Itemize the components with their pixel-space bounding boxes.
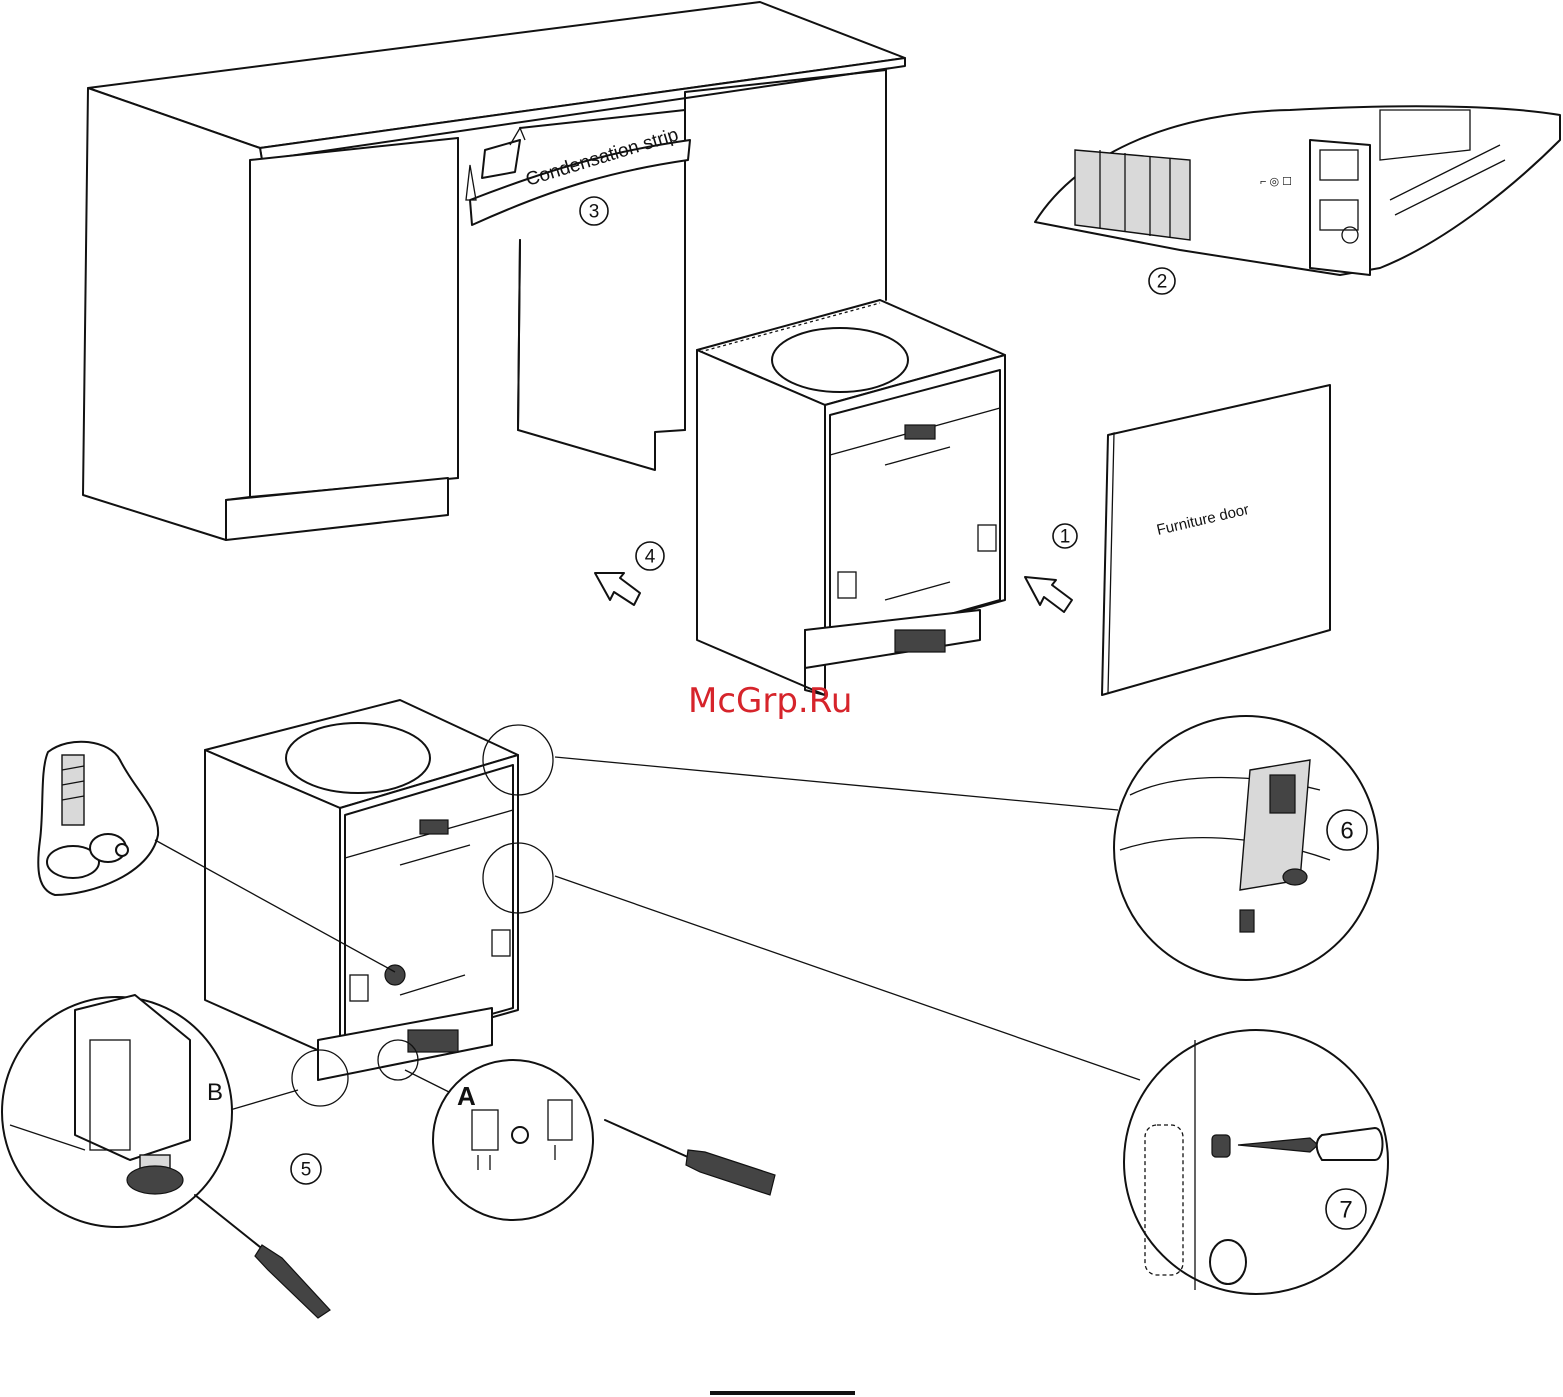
- svg-text:4: 4: [645, 547, 656, 568]
- svg-text:1: 1: [1060, 527, 1071, 548]
- bottom-rule: [710, 1391, 855, 1395]
- dishwasher-lower: [204, 699, 519, 1081]
- furniture-door: [1101, 384, 1331, 696]
- screwdriver-icon: [604, 1119, 776, 1196]
- svg-text:⌐ ◎ ☐: ⌐ ◎ ☐: [1260, 176, 1292, 188]
- step-4-badge: 4: [635, 541, 665, 571]
- step-3-badge: 3: [579, 196, 609, 226]
- step-2-detail: ⌐ ◎ ☐: [1034, 105, 1561, 276]
- step-1-badge: 1: [1052, 523, 1078, 549]
- adjustable-foot-detail: [37, 740, 160, 896]
- svg-text:5: 5: [301, 1160, 312, 1181]
- svg-text:7: 7: [1339, 1197, 1352, 1224]
- detail-6: [1113, 715, 1379, 981]
- detail-b-label: B: [207, 1079, 223, 1106]
- svg-text:6: 6: [1340, 818, 1353, 845]
- detail-7: [1123, 1029, 1389, 1295]
- watermark: McGrp.Ru: [688, 681, 852, 721]
- arrow-step-4: [594, 572, 641, 606]
- svg-text:3: 3: [589, 202, 600, 223]
- svg-text:2: 2: [1157, 272, 1168, 293]
- detail-b: [1, 994, 331, 1319]
- leader-lines: [154, 724, 1141, 1111]
- detail-a-label: A: [457, 1081, 476, 1111]
- step-6-badge: 6: [1326, 809, 1368, 851]
- step-7-badge: 7: [1325, 1188, 1367, 1230]
- arrow-step-1: [1024, 576, 1073, 613]
- dishwasher-upper: [696, 299, 1006, 696]
- detail-a: [432, 1059, 594, 1221]
- kitchen-cabinet: [82, 1, 906, 541]
- step-2-badge: 2: [1148, 267, 1176, 295]
- step-5-badge: 5: [290, 1153, 322, 1185]
